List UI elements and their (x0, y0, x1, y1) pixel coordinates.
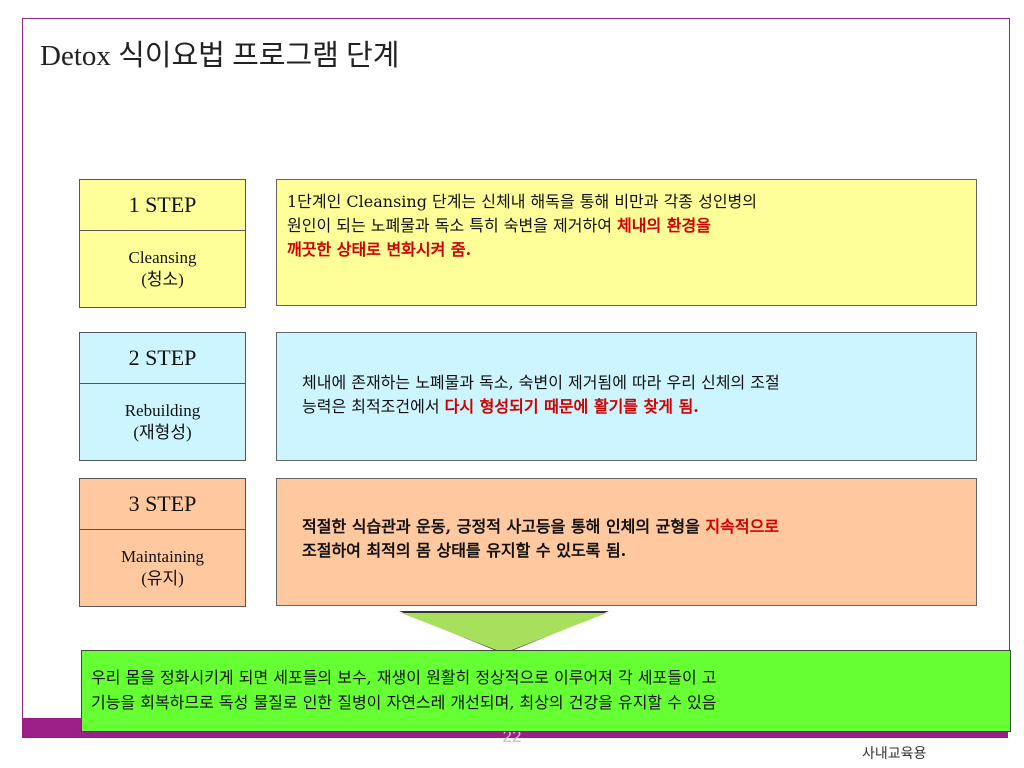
step-1-box: 1 STEP Cleansing (청소) (79, 179, 246, 308)
step-2-korean: (재형성) (133, 423, 192, 442)
desc-text: 조절하여 최적의 몸 상태를 유지할 수 있도록 됨. (302, 541, 627, 560)
step-2-english: Rebuilding (124, 401, 201, 420)
desc-highlight: 다시 형성되기 때문에 활기를 찾게 됨. (444, 397, 699, 416)
step-2-name: Rebuilding (재형성) (80, 384, 245, 460)
desc-line: 원인이 되는 노폐물과 독소 특히 숙변을 제거하여 체내의 환경을 (287, 214, 976, 238)
desc-text: 적절한 식습관과 운동, 긍정적 사고등을 통해 인체의 균형을 (302, 517, 706, 536)
step-3-name: Maintaining (유지) (80, 530, 245, 606)
desc-highlight: 깨끗한 상태로 변화시켜 줌. (287, 240, 472, 259)
summary-box: 우리 몸을 정화시키게 되면 세포들의 보수, 재생이 원활히 정상적으로 이루… (81, 650, 1011, 732)
desc-highlight: 지속적으로 (705, 517, 780, 536)
desc-line: 깨끗한 상태로 변화시켜 줌. (287, 238, 976, 262)
step-1-name: Cleansing (청소) (80, 231, 245, 307)
desc-line: 적절한 식습관과 운동, 긍정적 사고등을 통해 인체의 균형을 지속적으로 (302, 515, 976, 539)
desc-text: 능력은 최적조건에서 (302, 397, 445, 416)
step-1-label: 1 STEP (80, 180, 245, 231)
step-2-label: 2 STEP (80, 333, 245, 384)
desc-text: 원인이 되는 노폐물과 독소 특히 숙변을 제거하여 (287, 216, 618, 235)
summary-line: 기능을 회복하므로 독성 물질로 인한 질병이 자연스레 개선되며, 최상의 건… (91, 693, 717, 712)
desc-line: 능력은 최적조건에서 다시 형성되기 때문에 활기를 찾게 됨. (302, 395, 976, 419)
desc-line: 체내에 존재하는 노폐물과 독소, 숙변이 제거됨에 따라 우리 신체의 조절 (302, 371, 976, 395)
step-3-box: 3 STEP Maintaining (유지) (79, 478, 246, 607)
desc-line: 1단계인 Cleansing 단계는 신체내 해독을 통해 비만과 각종 성인병… (287, 190, 976, 214)
step-1-korean: (청소) (141, 270, 184, 289)
desc-line: 조절하여 최적의 몸 상태를 유지할 수 있도록 됨. (302, 539, 976, 563)
step-1-description: 1단계인 Cleansing 단계는 신체내 해독을 통해 비만과 각종 성인병… (276, 179, 977, 306)
summary-line: 우리 몸을 정화시키게 되면 세포들의 보수, 재생이 원활히 정상적으로 이루… (91, 668, 717, 687)
down-arrow-icon (401, 613, 607, 653)
desc-highlight: 체내의 환경을 (617, 216, 711, 235)
slide-title: Detox 식이요법 프로그램 단계 (40, 40, 400, 72)
step-3-korean: (유지) (141, 569, 184, 588)
step-1-english: Cleansing (128, 248, 197, 267)
step-2-box: 2 STEP Rebuilding (재형성) (79, 332, 246, 461)
step-2-description: 체내에 존재하는 노폐물과 독소, 숙변이 제거됨에 따라 우리 신체의 조절 … (276, 332, 977, 461)
step-3-label: 3 STEP (80, 479, 245, 530)
step-3-description: 적절한 식습관과 운동, 긍정적 사고등을 통해 인체의 균형을 지속적으로 조… (276, 478, 977, 606)
desc-text: 체내에 존재하는 노폐물과 독소, 숙변이 제거됨에 따라 우리 신체의 조절 (302, 373, 780, 392)
step-3-english: Maintaining (120, 547, 205, 566)
desc-text: 1단계인 Cleansing 단계는 신체내 해독을 통해 비만과 각종 성인병… (287, 192, 757, 211)
footer-note: 사내교육용 (862, 746, 927, 762)
